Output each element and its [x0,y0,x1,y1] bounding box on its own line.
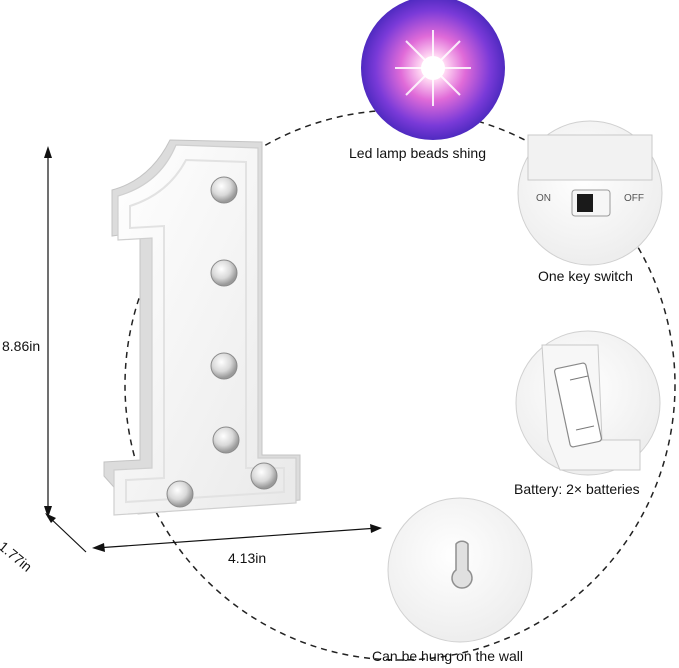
switch-on-text: ON [536,193,551,204]
height-arrow [44,146,52,518]
depth-arrow [45,513,87,553]
wall-caption: Can be hung on the wall [372,648,523,664]
lamp-caption: Led lamp beads shing [349,145,486,161]
width-label: 4.13in [228,550,267,566]
switch-icon [517,120,663,266]
led-bulbs [166,176,278,508]
height-label: 8.86in [2,338,41,354]
dashed-ring [124,109,676,661]
switch-caption: One key switch [538,268,633,284]
width-arrow [92,524,382,552]
switch-off-text: OFF [624,193,644,204]
battery-compartment-icon [515,330,661,476]
marquee-number-one [103,139,301,516]
glowing-led-icon [361,0,505,140]
keyhole-icon [387,497,533,643]
battery-caption: Battery: 2× batteries [514,481,640,497]
